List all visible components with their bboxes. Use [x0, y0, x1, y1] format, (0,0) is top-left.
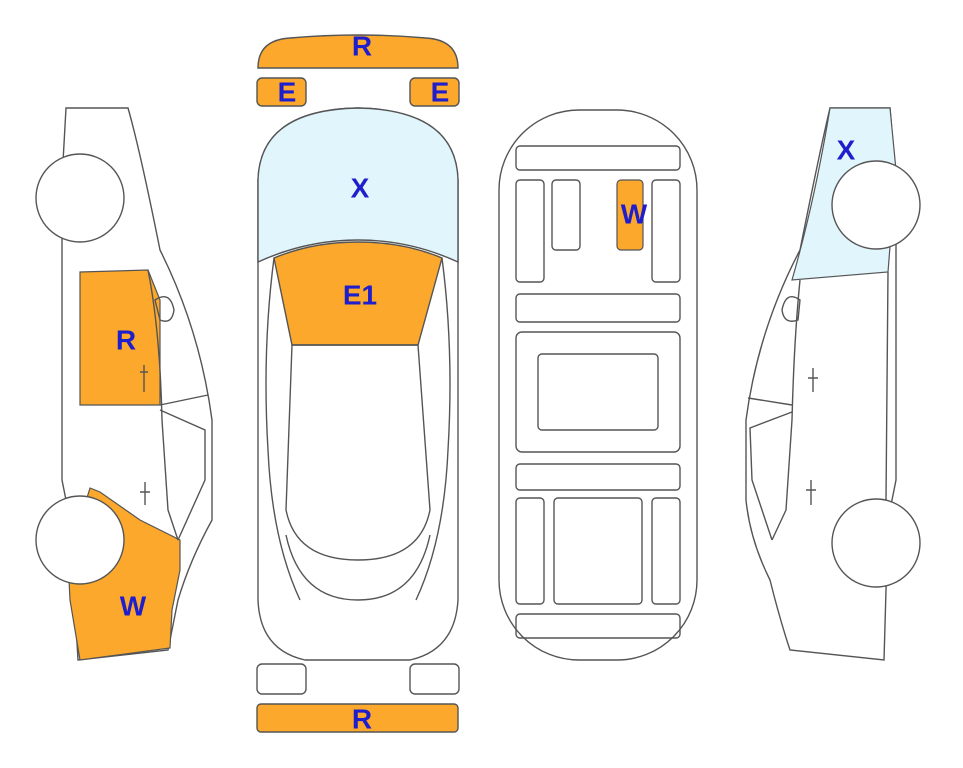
top-roof-outline [285, 344, 431, 561]
left-front-wheel [35, 495, 125, 585]
underbody-right-block [651, 497, 681, 605]
top-right-pillar [415, 257, 451, 601]
right-window-line [747, 397, 793, 541]
trunk-panel[interactable] [273, 241, 443, 346]
rear-glass-panel[interactable] [257, 107, 459, 264]
underbody-left-slot [551, 179, 581, 251]
front-bumper-code: R [352, 704, 372, 735]
left-window-line [159, 394, 209, 541]
rear-light-left-group[interactable]: E [256, 77, 307, 108]
underbody-left-block [515, 497, 545, 605]
underbody-left-rail [515, 179, 545, 283]
right-rear-wheel [831, 160, 921, 250]
top-hood-line [285, 534, 431, 601]
right-door-line [771, 279, 801, 541]
front-lights-group [256, 663, 460, 695]
left-handle-rear [140, 365, 148, 392]
right-rear-glass-code: X [837, 135, 856, 166]
rear-light-left-panel[interactable] [256, 77, 307, 107]
left-door-line [147, 269, 179, 541]
rear-light-right-code: E [431, 77, 450, 108]
underbody-bar-1 [515, 145, 681, 171]
front-light-left[interactable] [256, 663, 307, 695]
rear-light-left-code: E [278, 77, 297, 108]
left-handle-front [140, 482, 150, 505]
left-rear-fender-code: W [120, 591, 147, 622]
underbody-bar-2 [515, 293, 681, 323]
underbody-center-lower [553, 497, 643, 605]
left-mirror [154, 296, 175, 322]
roof-panel[interactable] [616, 179, 644, 251]
right-body-line [885, 271, 889, 501]
top-view: X E1 [257, 107, 459, 661]
front-bumper-group[interactable]: R [256, 703, 459, 735]
right-handle-front [806, 480, 816, 505]
left-rear-wheel [35, 153, 125, 243]
underbody-view: W [498, 109, 698, 661]
left-rear-door-code: R [116, 325, 136, 356]
right-mirror [781, 296, 801, 322]
front-bumper-panel[interactable] [256, 703, 459, 733]
rear-bumper-code: R [352, 31, 372, 62]
rear-glass-code: X [351, 173, 370, 204]
right-front-wheel [831, 498, 921, 588]
underbody-center-inner [537, 353, 659, 431]
roof-code: W [621, 199, 648, 230]
rear-light-right-group[interactable]: E [409, 77, 460, 108]
rear-bumper-panel[interactable] [257, 34, 459, 69]
underbody-right-rail [651, 179, 681, 283]
underbody-bar-4 [515, 613, 681, 639]
rear-bumper-group[interactable]: R [257, 31, 459, 69]
right-side-view: X [745, 107, 921, 661]
left-rear-door-panel[interactable] [79, 269, 161, 406]
trunk-code: E1 [343, 280, 377, 311]
left-side-view: R W [35, 107, 213, 661]
underbody-bar-3 [515, 463, 681, 491]
rear-light-right-panel[interactable] [409, 77, 460, 107]
right-handle-rear [808, 368, 818, 392]
underbody-center-block [515, 331, 681, 453]
front-light-right[interactable] [409, 663, 460, 695]
top-left-pillar [265, 257, 301, 601]
underbody-outline [498, 109, 698, 661]
